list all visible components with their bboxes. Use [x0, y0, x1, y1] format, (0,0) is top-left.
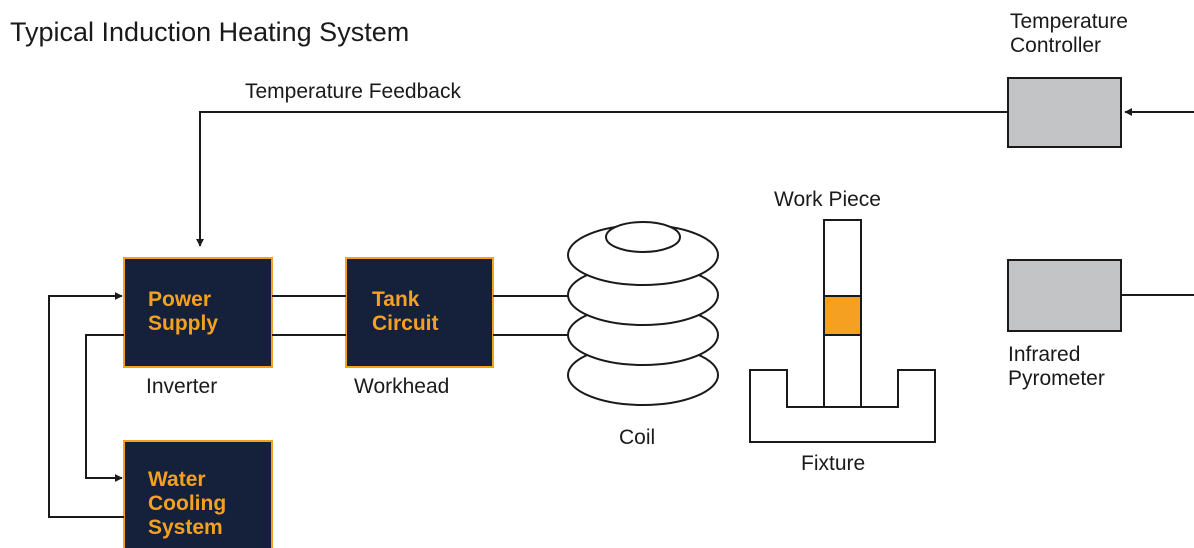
power-supply-label-line1: Power	[148, 288, 211, 311]
cooling-supply-line	[85, 334, 124, 482]
temperature-controller-label-line2: Controller	[1010, 34, 1101, 57]
coil-label: Coil	[619, 426, 655, 449]
workhead-caption: Workhead	[354, 375, 449, 398]
temperature-feedback-label: Temperature Feedback	[245, 80, 461, 103]
fixture-label: Fixture	[801, 452, 865, 475]
water-cooling-system-block	[123, 440, 273, 548]
water-cooling-label-line3: System	[148, 516, 223, 539]
temperature-feedback-line	[196, 111, 1008, 247]
water-cooling-label-line1: Water	[148, 468, 206, 491]
power-supply-label-line2: Supply	[148, 312, 218, 335]
water-cooling-label-line2: Cooling	[148, 492, 226, 515]
tank-circuit-label-line1: Tank	[372, 288, 420, 311]
infrared-pyrometer-box	[1007, 259, 1122, 332]
cooling-return-line	[48, 292, 124, 518]
temperature-controller-label-line1: Temperature	[1010, 10, 1128, 33]
fixture	[749, 369, 936, 443]
inverter-caption: Inverter	[146, 375, 217, 398]
diagram-title: Typical Induction Heating System	[10, 17, 409, 47]
work-piece-label: Work Piece	[774, 188, 881, 211]
power-supply-block	[123, 257, 273, 368]
tank-circuit-label-line2: Circuit	[372, 312, 439, 335]
infrared-pyrometer-label-line2: Pyrometer	[1008, 367, 1105, 390]
coil	[567, 221, 719, 406]
heated-zone	[823, 295, 862, 336]
tank-circuit-block	[345, 257, 494, 368]
temperature-controller-box	[1007, 77, 1122, 148]
infrared-pyrometer-label-line1: Infrared	[1008, 343, 1080, 366]
